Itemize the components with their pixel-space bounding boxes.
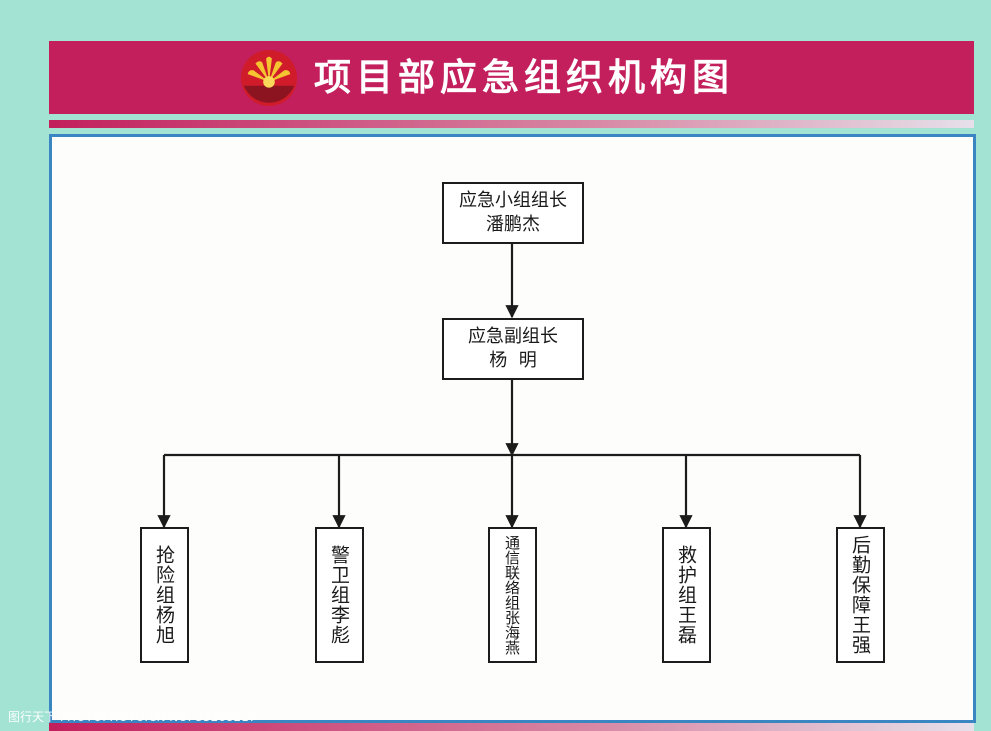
deputy-role: 应急副组长 — [468, 326, 558, 347]
title-banner: 项目部应急组织机构图 — [49, 41, 974, 114]
group-box-rescue: 抢险组杨旭 — [140, 527, 189, 663]
group-label: 救护组王磊 — [675, 545, 697, 645]
watermark-text: 图行天下 PHOTOPHOTO.CN NO: 33268217 — [8, 710, 257, 724]
header-divider-stripe — [49, 120, 974, 128]
group-label: 抢险组杨旭 — [153, 545, 175, 645]
group-label: 通信联络组张海燕 — [503, 535, 521, 655]
footer-stripe — [49, 723, 974, 731]
deputy-box: 应急副组长 杨 明 — [442, 318, 584, 380]
group-box-security: 警卫组李彪 — [315, 527, 364, 663]
leader-name: 潘鹏杰 — [486, 214, 540, 235]
connector-lines — [157, 243, 867, 529]
group-label: 后勤保障王强 — [849, 535, 871, 655]
leader-role: 应急小组组长 — [459, 190, 567, 211]
deputy-name: 杨 明 — [489, 350, 537, 371]
org-chart-panel: 应急小组组长 潘鹏杰 应急副组长 杨 明 抢险组杨旭 警卫组李彪 通信联络组张海… — [49, 134, 976, 723]
group-box-medical: 救护组王磊 — [662, 527, 711, 663]
leader-box: 应急小组组长 潘鹏杰 — [442, 182, 584, 244]
petrochina-logo-icon — [240, 49, 298, 107]
page-title: 项目部应急组织机构图 — [314, 56, 734, 99]
group-label: 警卫组李彪 — [328, 545, 350, 645]
group-box-communication: 通信联络组张海燕 — [488, 527, 537, 663]
group-box-logistics: 后勤保障王强 — [836, 527, 885, 663]
